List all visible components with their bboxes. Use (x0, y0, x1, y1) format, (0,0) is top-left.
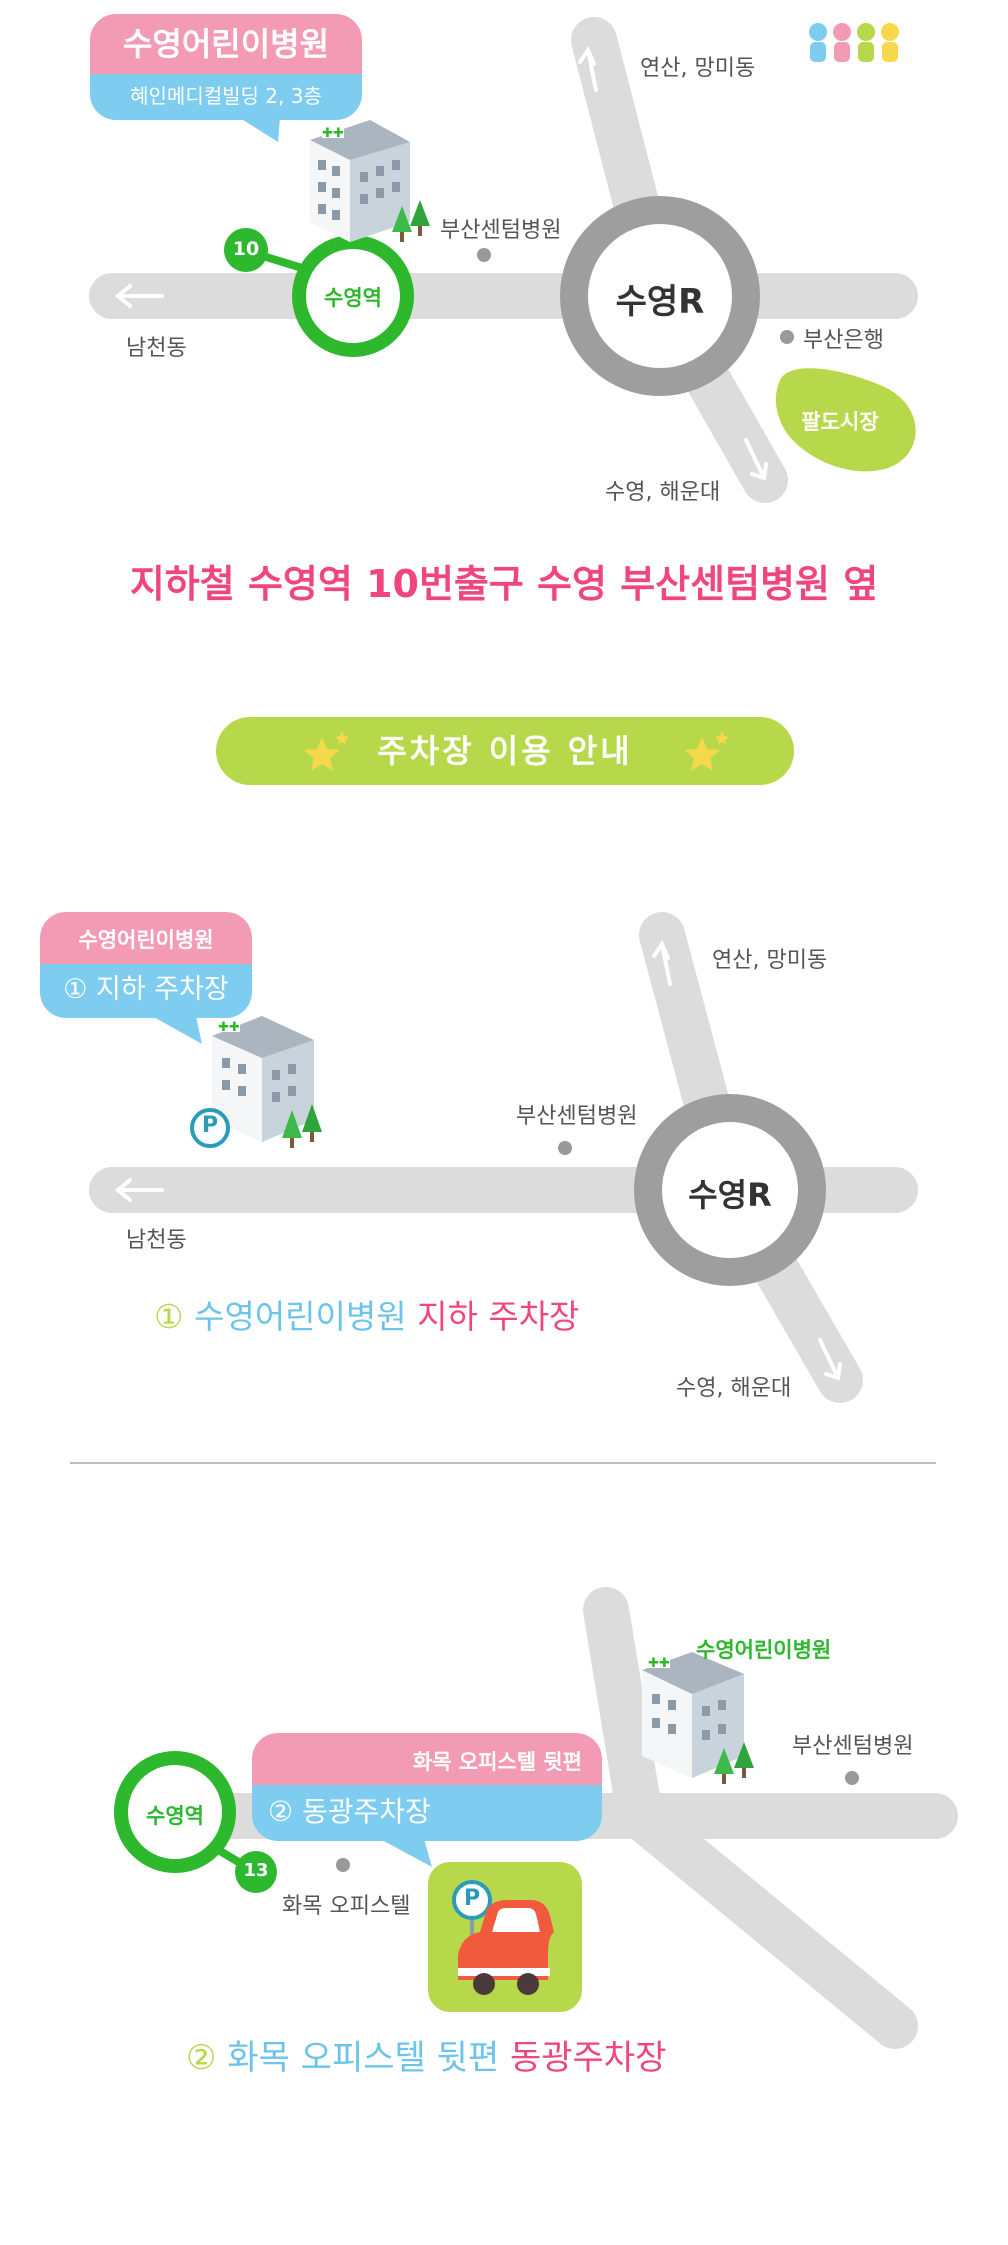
map1-bank-label: 부산은행 (803, 328, 884, 353)
map2-rotary (634, 1094, 826, 1286)
map3-caption: ② 화목 오피스텔 뒷편 동광주차장 (186, 2030, 666, 2079)
map3-exit-number: 13 (243, 1860, 269, 1881)
map1-north-label: 연산, 망미동 (640, 56, 756, 81)
parking-title-pill: 주차장 이용 안내 (216, 717, 794, 785)
map3-road-north (583, 1587, 663, 1839)
map3-officetel-dot (336, 1858, 350, 1872)
map1-hospital-bubble: 수영어린이병원 혜인메디컬빌딩 2, 3층 (90, 14, 362, 120)
map1-market-blob (775, 368, 916, 472)
parking-title: 주차장 이용 안내 (377, 732, 633, 770)
map2-south-label: 수영, 해운대 (676, 1376, 792, 1401)
map2-north-label: 연산, 망미동 (712, 948, 828, 973)
map2-arrow-north-icon (652, 939, 672, 986)
map1-arrow-north-icon (578, 45, 598, 92)
map3-caption-part1: 화목 오피스텔 뒷편 (227, 2038, 500, 2078)
map1-bubble-tail (240, 118, 280, 142)
map3-officetel-label: 화목 오피스텔 (282, 1894, 411, 1919)
car-parking-icon (428, 1862, 582, 2012)
map1-rotary-label: 수영R (615, 282, 705, 322)
map1-south-label: 수영, 해운대 (605, 480, 721, 505)
map1-rotary (560, 196, 760, 396)
map2-caption-part1: 수영어린이병원 (194, 1297, 407, 1336)
map-2-graphics: ✚✚ (89, 912, 918, 1403)
map1-exit-badge (224, 228, 268, 272)
map2-west-label: 남천동 (126, 1228, 187, 1253)
map1-exit-number: 10 (232, 238, 260, 260)
map3-bubble-bottom: ② 동광주차장 (252, 1785, 602, 1841)
star-icon-right (684, 731, 729, 771)
map2-caption-num: ① (154, 1297, 184, 1336)
map2-bubble-bottom: ① 지하 주차장 (40, 964, 252, 1018)
map2-landmark-label: 부산센텀병원 (516, 1104, 638, 1129)
map2-landmark-dot (558, 1141, 572, 1155)
map1-market-label: 팔도시장 (801, 410, 879, 434)
map2-arrow-west-icon (114, 1178, 164, 1202)
map-1-graphics: ✚✚ (89, 17, 918, 503)
map2-bubble-tail (152, 1016, 202, 1044)
map3-hospital-building-icon: ✚✚ (642, 1652, 754, 1784)
map3-parking-bubble: 화목 오피스텔 뒷편 ② 동광주차장 (252, 1733, 602, 1841)
map1-arrow-south-icon (744, 438, 768, 481)
svg-text:✚✚: ✚✚ (648, 1656, 670, 1671)
map3-parking-sign: P (463, 1886, 481, 1911)
map1-arrow-west-icon (114, 284, 164, 308)
map1-station-label: 수영역 (324, 286, 382, 310)
map1-landmark-dot (477, 248, 491, 262)
map2-caption-part2: 지하 주차장 (417, 1297, 580, 1336)
map1-caption: 지하철 수영역 10번출구 수영 부산센텀병원 옆 (129, 562, 879, 606)
map1-station-circle (292, 235, 414, 357)
map3-exit-badge (235, 1851, 277, 1893)
map1-hospital-name: 수영어린이병원 (90, 14, 362, 74)
map3-road-south (617, 1793, 918, 2049)
map3-caption-num: ② (186, 2038, 217, 2078)
star-icon-left (304, 731, 349, 771)
map1-landmark-label: 부산센텀병원 (440, 218, 562, 243)
map3-station-circle (114, 1751, 236, 1873)
map2-caption: ① 수영어린이병원 지하 주차장 (154, 1290, 579, 1338)
svg-text:✚✚: ✚✚ (218, 1020, 240, 1035)
map2-bubble-top: 수영어린이병원 (40, 912, 252, 964)
map1-hospital-address: 혜인메디컬빌딩 2, 3층 (90, 74, 362, 120)
map2-hospital-building-icon: ✚✚ (190, 1016, 322, 1148)
map3-bubble-tail (380, 1839, 432, 1867)
map3-landmark-dot (845, 1771, 859, 1785)
map2-rotary-label: 수영R (688, 1176, 772, 1214)
map3-bubble-top: 화목 오피스텔 뒷편 (252, 1733, 602, 1785)
map1-west-label: 남천동 (126, 336, 187, 361)
map2-arrow-south-icon (818, 1338, 842, 1381)
map1-bank-dot (780, 330, 794, 344)
map2-parking-sign: P (201, 1113, 219, 1138)
map3-landmark-label: 부산센텀병원 (792, 1734, 914, 1759)
svg-text:✚✚: ✚✚ (322, 126, 344, 141)
map3-hospital-label: 수영어린이병원 (696, 1638, 832, 1662)
map3-station-label: 수영역 (146, 1804, 204, 1828)
map1-hospital-building-icon: ✚✚ (310, 120, 430, 242)
people-icon (809, 23, 899, 62)
section-divider (70, 1462, 936, 1464)
map2-hospital-bubble: 수영어린이병원 ① 지하 주차장 (40, 912, 252, 1018)
map3-caption-part2: 동광주차장 (509, 2038, 667, 2078)
